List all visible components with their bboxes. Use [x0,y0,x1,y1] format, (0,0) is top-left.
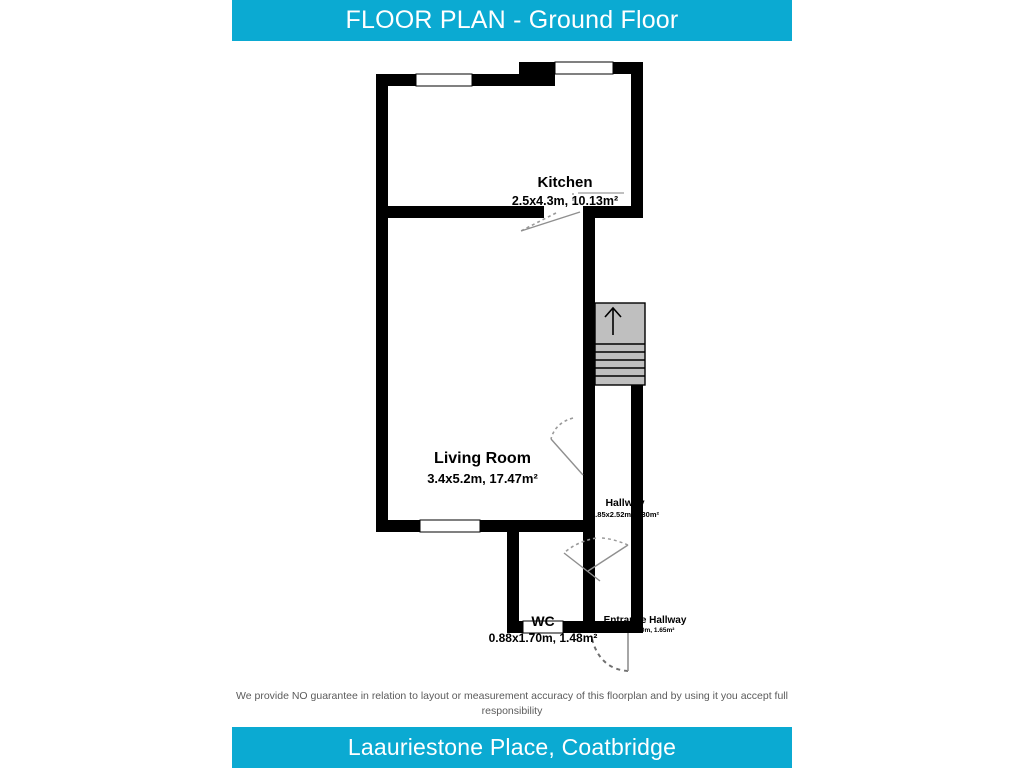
wall-wc-right [583,532,595,633]
floor-plan-title-banner: FLOOR PLAN - Ground Floor [232,0,792,41]
wall-wc-left [507,532,519,633]
wall-right-entrance [631,542,643,633]
window-wc-bottom [522,620,564,634]
door-arc-living-hallway [550,417,574,440]
wall-right-kitchen [631,62,643,218]
wall-wc-bottom-b [563,621,595,633]
door-arc-hallway-entrance [563,537,597,554]
door-leaf-kitchen [520,211,581,232]
window-bottom-living [419,519,481,533]
wall-kitchen-bottom-right [595,206,643,218]
wall-kitchen-living-divider [376,206,544,218]
wall-left-exterior [376,74,388,532]
property-address-banner: Laauriestone Place, Coatbridge [232,727,792,768]
wall-bottom-living-a [376,520,420,532]
window-top-left [415,73,473,87]
floor-plan-canvas: Kitchen 2.5x4.3m, 10.13m² Living Room 3.… [0,41,1024,689]
disclaimer-line-1: We provide NO guarantee in relation to l… [236,690,718,702]
page-title: FLOOR PLAN - Ground Floor [345,6,679,34]
wall-right-hallway [631,382,643,542]
door-swings [520,192,629,672]
window-top-right [554,61,614,75]
staircase [594,302,646,386]
wall-top-step [519,62,555,86]
wall-entrance-bottom [595,621,643,633]
disclaimer-text: We provide NO guarantee in relation to l… [232,689,792,719]
door-arc-front-entrance [591,638,629,672]
door-leaf-hallway-entrance [563,552,601,582]
disclaimer-line-2: you accept full responsibility [481,690,788,717]
wall-living-right-lower [583,381,595,532]
wall-bottom-living-b [480,520,595,532]
wall-wc-bottom-a [507,621,523,633]
wall-living-right-upper [583,206,595,381]
door-leaf-entrance-side [587,544,629,572]
stairs-up-arrow-icon [604,306,622,335]
door-arc-entrance-side [601,537,629,546]
wall-top-left-b [472,74,519,86]
property-address: Laauriestone Place, Coatbridge [347,734,677,760]
exterior-walls [376,61,643,634]
floor-plan-drawing [376,61,646,672]
door-leaf-living-hallway [550,438,584,476]
